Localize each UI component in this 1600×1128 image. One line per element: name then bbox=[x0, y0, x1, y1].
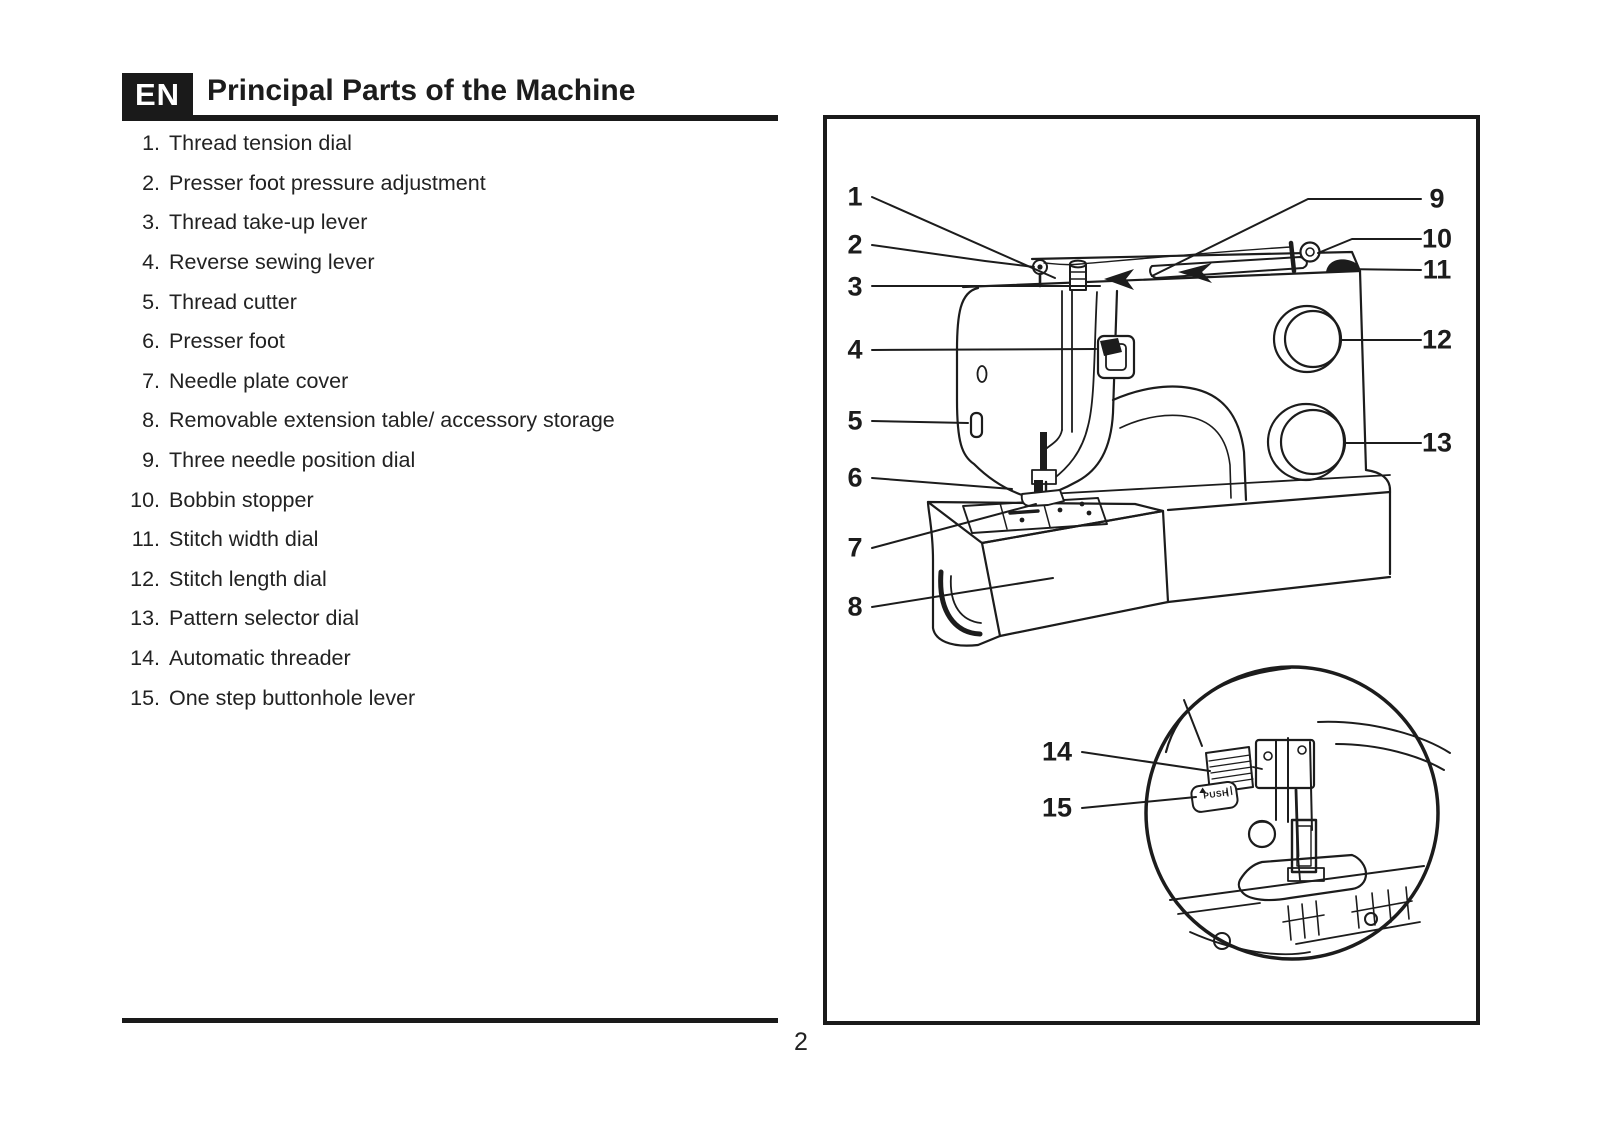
part-number: 10. bbox=[130, 487, 160, 512]
figure-callout-12: 12 bbox=[1421, 324, 1453, 355]
parts-list-item: 13. Pattern selector dial bbox=[118, 599, 798, 639]
part-number: 11. bbox=[131, 527, 160, 552]
part-number: 9. bbox=[142, 448, 160, 473]
parts-list-item: 14. Automatic threader bbox=[118, 639, 798, 679]
figure-callout-11: 11 bbox=[1422, 254, 1452, 285]
part-name: Removable extension table/ accessory sto… bbox=[169, 408, 615, 433]
part-name: Automatic threader bbox=[169, 646, 351, 671]
parts-list: 1. Thread tension dial 2. Presser foot pre… bbox=[118, 124, 798, 718]
part-name: Reverse sewing lever bbox=[169, 250, 375, 275]
language-badge: EN bbox=[122, 73, 193, 117]
part-number: 8. bbox=[142, 408, 160, 433]
parts-list-item: 6. Presser foot bbox=[118, 322, 798, 362]
part-number: 14. bbox=[130, 646, 160, 671]
part-number: 5. bbox=[142, 289, 160, 314]
figure-callout-13: 13 bbox=[1421, 427, 1453, 458]
figure-callout-14: 14 bbox=[1041, 736, 1073, 767]
parts-list-item: 12. Stitch length dial bbox=[118, 560, 798, 600]
part-name: Pattern selector dial bbox=[169, 606, 360, 631]
part-name: Thread take-up lever bbox=[169, 210, 368, 235]
part-number: 13. bbox=[130, 606, 160, 631]
figure-callout-6: 6 bbox=[847, 462, 863, 493]
figure-callout-2: 2 bbox=[847, 229, 863, 260]
figure-callout-1: 1 bbox=[847, 181, 863, 212]
parts-list-item: 5. Thread cutter bbox=[118, 282, 798, 322]
part-number: 2. bbox=[142, 170, 160, 195]
part-number: 3. bbox=[142, 210, 160, 235]
heading-rule bbox=[122, 115, 778, 121]
part-number: 12. bbox=[130, 566, 160, 591]
figure-callout-9: 9 bbox=[1429, 183, 1445, 214]
parts-list-item: 3. Thread take-up lever bbox=[118, 203, 798, 243]
figure-callout-15: 15 bbox=[1041, 792, 1073, 823]
parts-list-item: 15. One step buttonhole lever bbox=[118, 678, 798, 718]
part-name: Bobbin stopper bbox=[169, 487, 314, 512]
figure-callout-8: 8 bbox=[847, 591, 863, 622]
figure-callout-5: 5 bbox=[847, 405, 863, 436]
part-name: One step buttonhole lever bbox=[169, 685, 416, 710]
parts-list-item: 8. Removable extension table/ accessory s… bbox=[118, 401, 798, 441]
part-number: 1. bbox=[142, 131, 160, 156]
figure-callout-4: 4 bbox=[847, 334, 863, 365]
parts-list-item: 9. Three needle position dial bbox=[118, 441, 798, 481]
part-name: Stitch width dial bbox=[169, 527, 319, 552]
part-number: 15. bbox=[130, 685, 160, 710]
page-title: Principal Parts of the Machine bbox=[207, 74, 636, 107]
figure-callout-3: 3 bbox=[847, 271, 863, 302]
part-name: Stitch length dial bbox=[169, 566, 327, 591]
part-name: Needle plate cover bbox=[169, 368, 349, 393]
figure-callout-10: 10 bbox=[1421, 223, 1453, 254]
parts-list-item: 2. Presser foot pressure adjustment bbox=[118, 164, 798, 204]
parts-list-item: 11. Stitch width dial bbox=[118, 520, 798, 560]
part-name: Thread cutter bbox=[169, 289, 297, 314]
part-number: 6. bbox=[142, 329, 160, 354]
bottom-rule bbox=[122, 1018, 778, 1023]
page-number: 2 bbox=[794, 1028, 808, 1056]
inset-circle-drawing bbox=[1144, 665, 1451, 961]
part-name: Presser foot pressure adjustment bbox=[169, 170, 486, 195]
parts-list-item: 4. Reverse sewing lever bbox=[118, 243, 798, 283]
part-name: Three needle position dial bbox=[169, 448, 416, 473]
parts-list-item: 10. Bobbin stopper bbox=[118, 480, 798, 520]
machine-body-drawing bbox=[926, 240, 1392, 647]
part-name: Thread tension dial bbox=[169, 131, 352, 156]
part-name: Presser foot bbox=[169, 329, 285, 354]
parts-list-item: 7. Needle plate cover bbox=[118, 362, 798, 402]
part-number: 7. bbox=[142, 368, 160, 393]
figure-callout-7: 7 bbox=[847, 532, 863, 563]
part-number: 4. bbox=[142, 250, 160, 275]
leader-lines bbox=[871, 196, 1422, 809]
parts-list-item: 1. Thread tension dial bbox=[118, 124, 798, 164]
